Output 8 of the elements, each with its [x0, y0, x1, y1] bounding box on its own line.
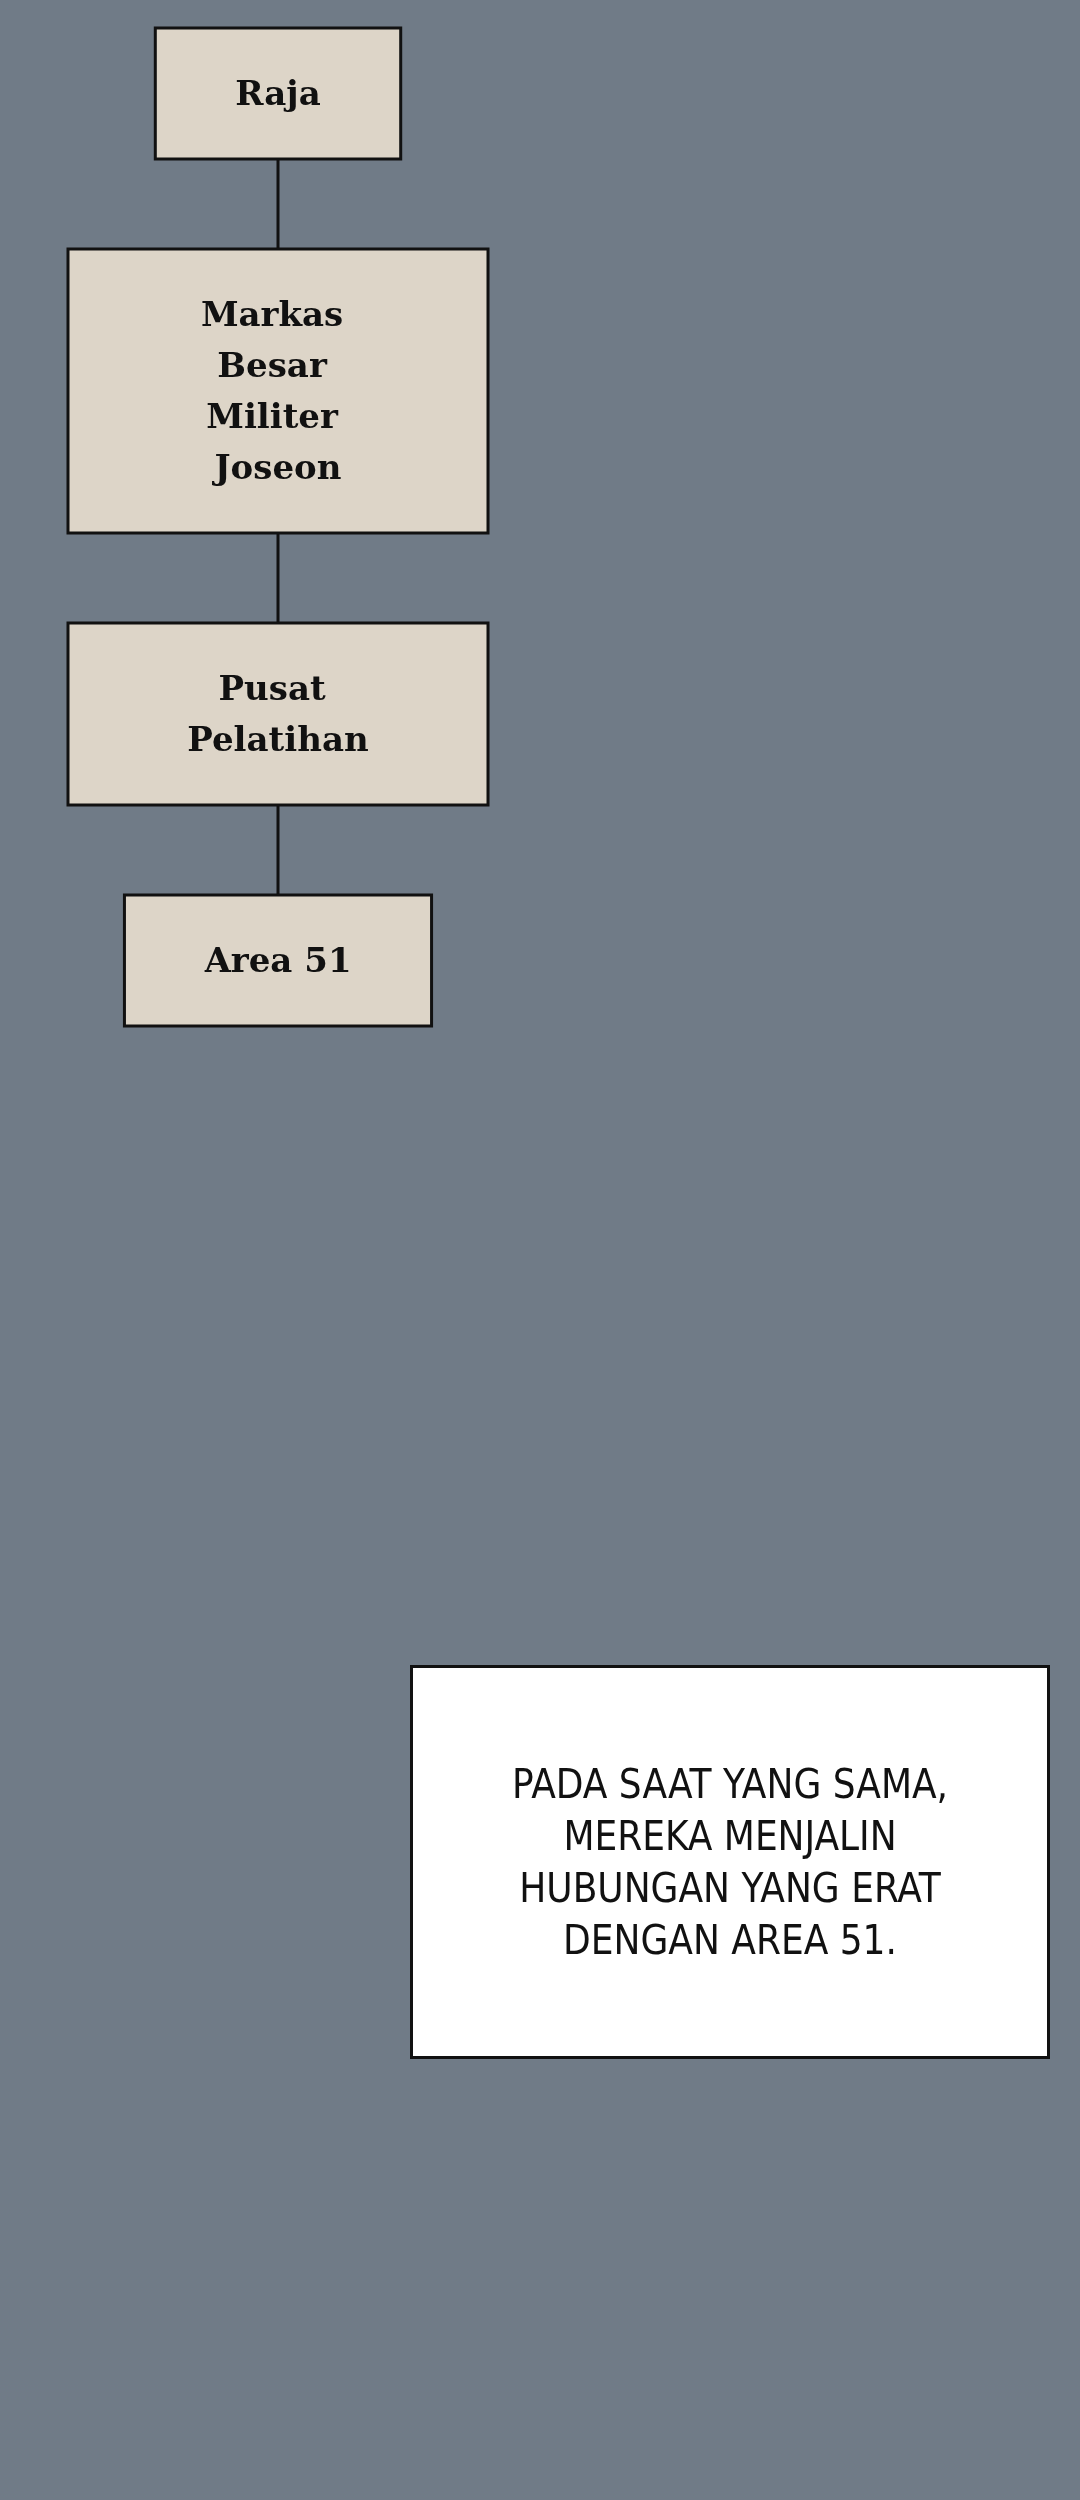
caption-box: PADA SAAT YANG SAMA, MEREKA MENJALIN HUBUNGAN YANG ERAT DENGAN AREA 51. — [410, 1665, 1050, 2059]
node-box: Markas Besar Militer Joseon — [66, 247, 490, 535]
connector — [276, 805, 280, 895]
connector — [276, 533, 280, 623]
node-box: Pusat Pelatihan — [66, 621, 490, 807]
connector — [276, 159, 280, 249]
node-box: Area 51 — [122, 893, 434, 1028]
node-box: Raja — [153, 26, 403, 161]
